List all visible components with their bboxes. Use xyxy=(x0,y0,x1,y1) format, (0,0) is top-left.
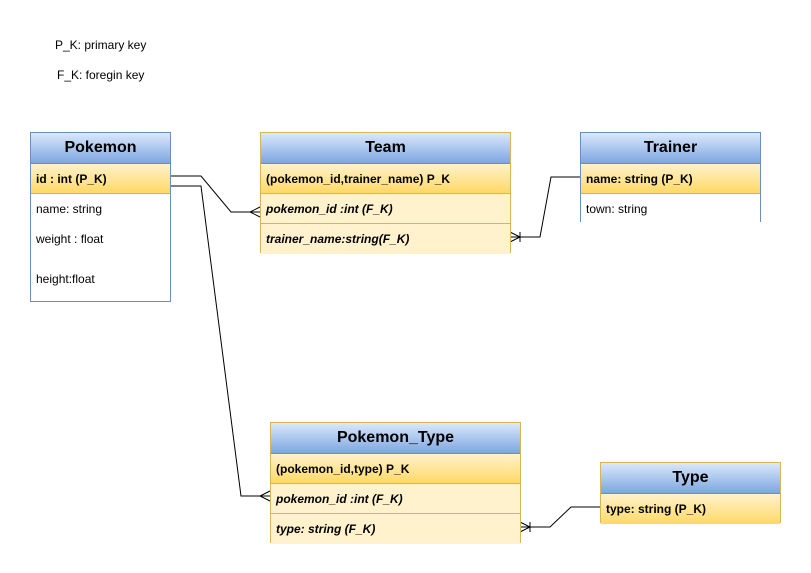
entity-team[interactable]: Team (pokemon_id,trainer_name) P_K pokem… xyxy=(260,132,511,254)
entity-pokemon-type[interactable]: Pokemon_Type (pokemon_id,type) P_K pokem… xyxy=(270,422,521,544)
legend-primary-key: P_K: primary key xyxy=(55,38,147,52)
entity-trainer-title: Trainer xyxy=(581,133,760,164)
team-pk[interactable]: (pokemon_id,trainer_name) P_K xyxy=(261,164,510,194)
edge-pokemon-team[interactable] xyxy=(171,175,260,213)
crowfoot-many-team xyxy=(248,206,261,218)
crowfoot-many-pokemontype xyxy=(258,490,271,502)
crowfoot-one-many-pokemontype xyxy=(519,521,532,533)
entity-pokemon-title: Pokemon xyxy=(31,133,170,164)
trainer-attr-town[interactable]: town: string xyxy=(581,194,760,224)
edge-pokemon-pokemontype[interactable] xyxy=(171,185,270,497)
pokemon-attr-name[interactable]: name: string xyxy=(31,194,170,224)
team-fk-trainer-name[interactable]: trainer_name:string(F_K) xyxy=(261,224,510,254)
legend-foreign-key: F_K: foregin key xyxy=(57,68,145,82)
entity-pokemon[interactable]: Pokemon id : int (P_K) name: string weig… xyxy=(30,132,171,302)
team-fk-pokemon-id[interactable]: pokemon_id :int (F_K) xyxy=(261,194,510,224)
pokemon-type-pk[interactable]: (pokemon_id,type) P_K xyxy=(271,454,520,484)
pokemon-attr-weight[interactable]: weight : float xyxy=(31,224,170,254)
entity-pokemon-type-title: Pokemon_Type xyxy=(271,423,520,454)
edge-type-pokemontype[interactable] xyxy=(520,506,600,528)
entity-trainer[interactable]: Trainer name: string (P_K) town: string xyxy=(580,132,761,224)
type-pk[interactable]: type: string (P_K) xyxy=(601,494,780,524)
trainer-pk-name[interactable]: name: string (P_K) xyxy=(581,164,760,194)
crowfoot-one-many-team xyxy=(509,231,522,243)
pokemon-type-fk-type[interactable]: type: string (F_K) xyxy=(271,514,520,544)
entity-team-title: Team xyxy=(261,133,510,164)
pokemon-pk-id[interactable]: id : int (P_K) xyxy=(31,164,170,194)
entity-type-title: Type xyxy=(601,463,780,494)
pokemon-type-fk-pokemon-id[interactable]: pokemon_id :int (F_K) xyxy=(271,484,520,514)
pokemon-attr-height[interactable]: height:float xyxy=(31,264,170,294)
entity-type[interactable]: Type type: string (P_K) xyxy=(600,462,781,524)
edge-trainer-team[interactable] xyxy=(510,176,580,238)
